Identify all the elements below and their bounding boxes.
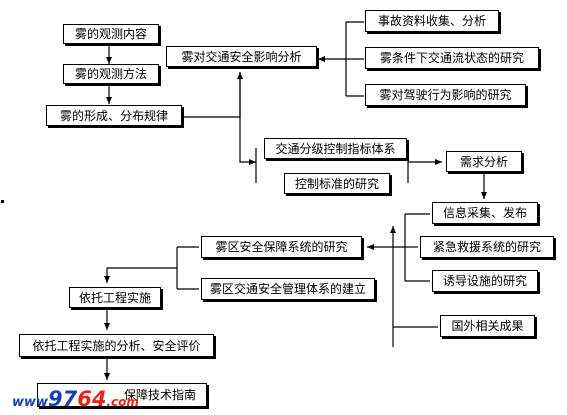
- node-fog-formation-distribution: 雾的形成、分布规律: [46, 105, 182, 126]
- edge-impact-to-control: [239, 72, 256, 165]
- node-fog-zone-management-system: 雾区交通安全管理体系的建立: [201, 278, 375, 300]
- node-emergency-rescue-system: 紧急救援系统的研究: [420, 236, 554, 258]
- node-foreign-achievements: 国外相关成果: [440, 315, 535, 337]
- node-fog-zone-safety-system: 雾区安全保障系统的研究: [201, 236, 362, 258]
- node-project-analysis-evaluation: 依托工程实施的分析、安全评价: [19, 334, 214, 357]
- node-guidance-facilities: 诱导设施的研究: [432, 270, 538, 292]
- node-traffic-control-indicator-system: 交通分级控制指标体系: [264, 138, 407, 159]
- edge-formation-to-impact: [183, 72, 243, 118]
- node-fog-observation-content: 雾的观测内容: [63, 24, 159, 44]
- node-fog-driving-behavior: 雾对驾驶行为影响的研究: [365, 84, 526, 106]
- node-traffic-flow-under-fog: 雾条件下交通流状态的研究: [365, 47, 539, 69]
- edge-foreign-to-right: [390, 226, 438, 347]
- watermark-suffix: .com: [106, 395, 139, 409]
- watermark-number: 97: [48, 387, 78, 411]
- node-guarantee-tech-guide: 保障技术指南: [37, 383, 207, 407]
- node-fog-traffic-safety-impact: 雾对交通安全影响分析: [166, 46, 317, 67]
- node-control-standard-research: 控制标准的研究: [284, 173, 390, 194]
- edge-to-implementation: [104, 267, 177, 283]
- node-project-implementation: 依托工程实施: [69, 287, 161, 308]
- watermark-number-red: 64: [77, 387, 107, 411]
- node-info-collection-release: 信息采集、发布: [432, 202, 538, 224]
- node-fog-observation-method: 雾的观测方法: [63, 64, 159, 84]
- stray-dot: [1, 200, 4, 203]
- node-demand-analysis: 需求分析: [446, 151, 522, 172]
- watermark-prefix: www: [12, 395, 49, 410]
- node-accident-data-analysis: 事故资料收集、分析: [365, 10, 499, 32]
